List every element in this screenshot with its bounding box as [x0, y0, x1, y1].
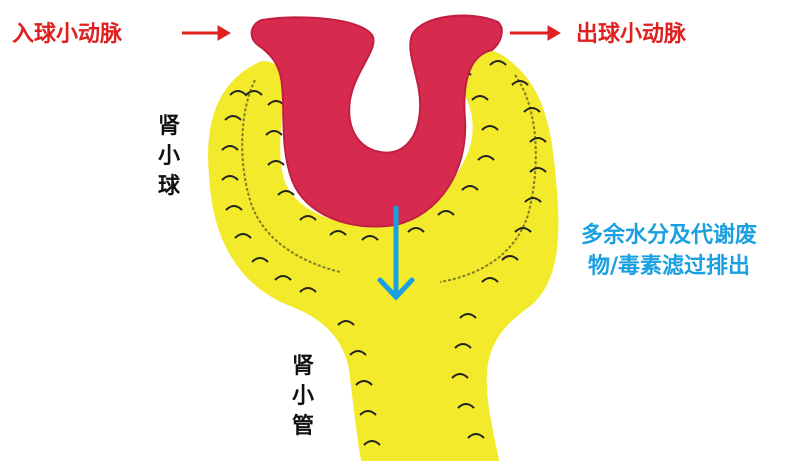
glomerulus-capillary-shape — [250, 14, 503, 228]
filtration-line-1: 多余水分及代谢废 — [580, 223, 757, 248]
filtration-label: 多余水分及代谢废 物/毒素滤过排出 — [562, 220, 776, 282]
cell-outline-group — [221, 60, 547, 446]
cell-row-left-inner — [265, 100, 379, 241]
glomerulus-char-1: 肾 — [157, 114, 180, 139]
afferent-arrow — [182, 25, 231, 41]
cell-row-left-outer — [221, 90, 317, 293]
cell-row-tubule-right — [451, 313, 485, 439]
tubule-char-1: 肾 — [291, 354, 314, 379]
capsule-inner-wall-right — [439, 74, 537, 283]
bowman-capsule-tubule-shape — [208, 48, 559, 461]
tubule-label: 肾 小 管 — [288, 352, 318, 442]
cell-row-right-outer — [481, 60, 547, 283]
filtration-line-2: 物/毒素滤过排出 — [587, 254, 751, 279]
efferent-arrow — [510, 25, 561, 41]
glomerulus-label: 肾 小 球 — [154, 112, 184, 202]
tubule-char-3: 管 — [291, 414, 314, 439]
capsule-inner-wall-left — [241, 79, 341, 273]
filtration-arrow — [377, 205, 415, 301]
tubule-char-2: 小 — [291, 384, 314, 409]
cell-row-tubule-left — [337, 320, 381, 446]
afferent-arteriole-label: 入球小动脉 — [12, 22, 123, 47]
glomerulus-char-2: 小 — [157, 144, 180, 169]
efferent-arteriole-label: 出球小动脉 — [576, 22, 687, 47]
glomerulus-char-3: 球 — [157, 174, 180, 199]
